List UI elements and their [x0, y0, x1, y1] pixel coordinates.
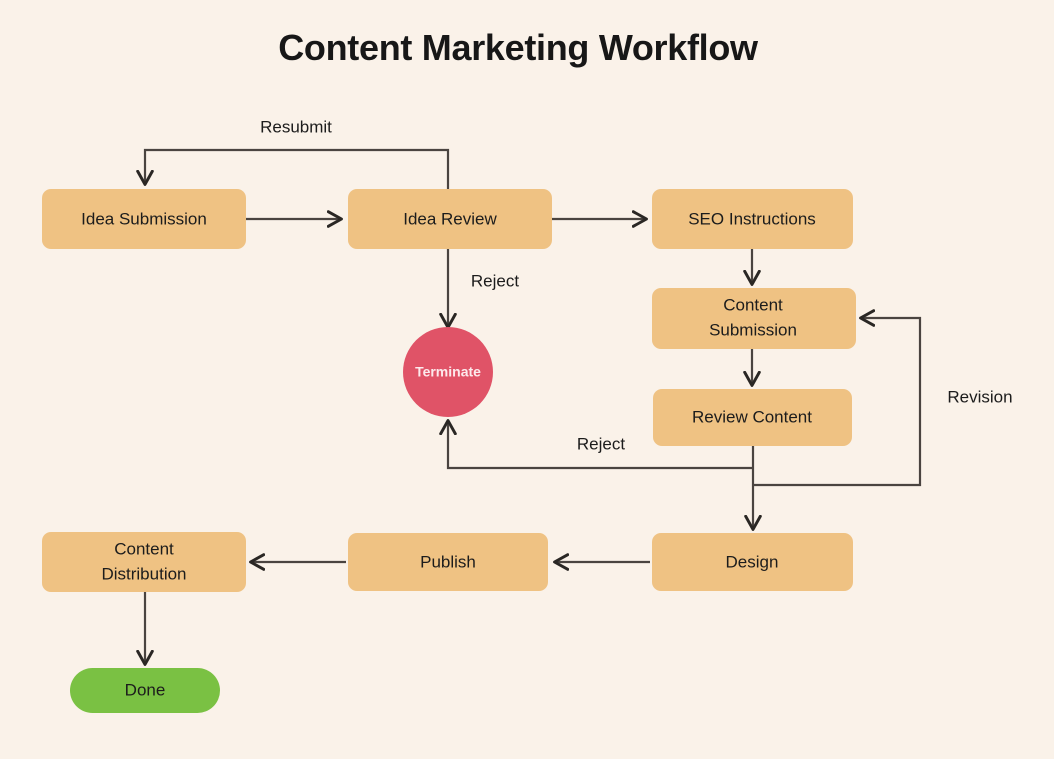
edge-label-reject-review: Reject: [577, 434, 625, 453]
edge-label-reject-idea: Reject: [471, 271, 519, 290]
node-seo-instructions-label: SEO Instructions: [688, 209, 816, 228]
node-idea-review-shape[interactable]: [348, 189, 552, 249]
node-done-shape[interactable]: [70, 668, 220, 713]
node-seo-instructions[interactable]: SEO Instructions: [652, 189, 853, 249]
node-content-submission-shape[interactable]: [652, 288, 856, 349]
node-content-distribution-label-line1: Content: [114, 539, 174, 558]
node-content-distribution[interactable]: Content Distribution: [42, 532, 246, 592]
node-review-content[interactable]: Review Content: [653, 389, 852, 446]
node-terminate[interactable]: Terminate: [403, 327, 493, 417]
node-content-distribution-label-line2: Distribution: [101, 564, 186, 583]
node-design-label: Design: [726, 552, 779, 571]
edge-review-content-to-terminate: [439, 419, 753, 470]
node-terminate-label: Terminate: [415, 364, 481, 380]
node-terminate-shape[interactable]: [403, 327, 493, 417]
node-design[interactable]: Design: [652, 533, 853, 591]
node-idea-submission-shape[interactable]: [42, 189, 246, 249]
edge-labels-layer: Resubmit Reject Reject Revision: [260, 117, 1013, 453]
node-idea-submission-label: Idea Submission: [81, 209, 207, 228]
node-idea-review-label: Idea Review: [403, 209, 497, 228]
node-content-submission[interactable]: Content Submission: [652, 288, 856, 349]
node-idea-review[interactable]: Idea Review: [348, 189, 552, 249]
node-publish[interactable]: Publish: [348, 533, 548, 591]
node-design-shape[interactable]: [652, 533, 853, 591]
page-title: Content Marketing Workflow: [278, 27, 759, 68]
node-content-submission-label-line2: Submission: [709, 320, 797, 339]
node-done[interactable]: Done: [70, 668, 220, 713]
edge-label-revision: Revision: [947, 387, 1012, 406]
node-publish-label: Publish: [420, 552, 476, 571]
edge-resubmit-loop: [136, 148, 450, 189]
node-review-content-label: Review Content: [692, 407, 812, 426]
node-idea-submission[interactable]: Idea Submission: [42, 189, 246, 249]
node-content-distribution-shape[interactable]: [42, 532, 246, 592]
edge-label-resubmit: Resubmit: [260, 117, 332, 136]
node-seo-instructions-shape[interactable]: [652, 189, 853, 249]
edge-revision-loop: [753, 309, 922, 487]
node-publish-shape[interactable]: [348, 533, 548, 591]
node-content-submission-label-line1: Content: [723, 295, 783, 314]
node-done-label: Done: [125, 680, 166, 699]
node-review-content-shape[interactable]: [653, 389, 852, 446]
edges-layer: [136, 148, 922, 666]
